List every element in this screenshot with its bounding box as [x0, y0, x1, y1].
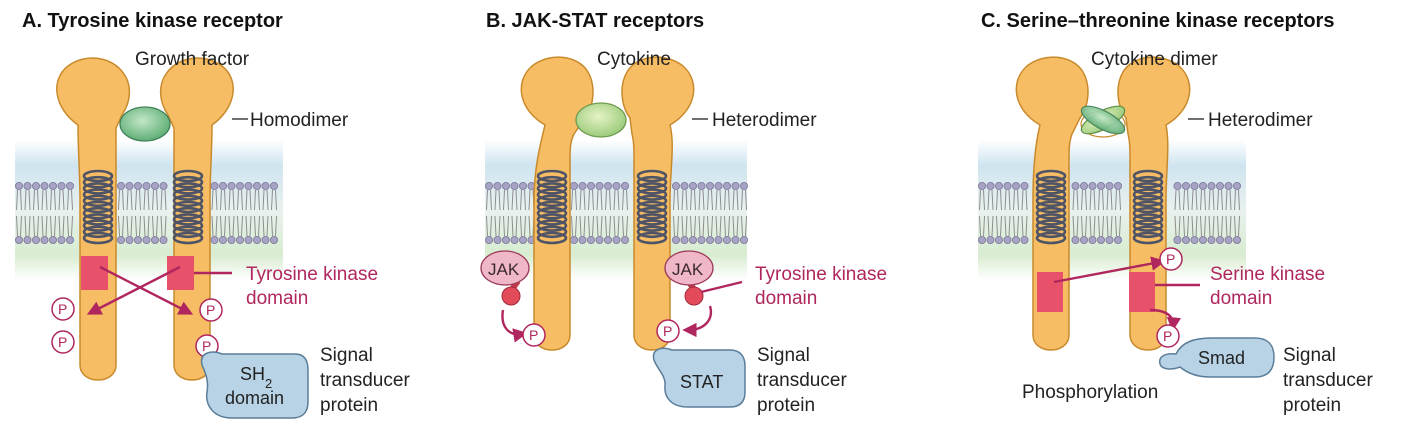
jak-label-left: JAK	[488, 260, 520, 279]
kinase-domain-left	[81, 256, 108, 290]
phospho-a3: P	[199, 298, 223, 322]
svg-text:P: P	[1166, 251, 1175, 267]
sh2-domain-label: domain	[225, 388, 284, 408]
growth-factor-ligand	[119, 106, 171, 142]
kinase-leader-b	[700, 280, 743, 294]
svg-text:P: P	[529, 327, 538, 343]
stat-label: STAT	[680, 372, 723, 392]
panel-c-title: C. Serine–threonine kinase receptors	[981, 10, 1334, 32]
coil-c-right	[1132, 169, 1164, 245]
jak-arrow-right	[682, 305, 713, 338]
panel-a-title: A. Tyrosine kinase receptor	[22, 10, 283, 32]
phosphorylation-label: Phosphorylation	[1022, 382, 1158, 403]
receptor-right	[159, 57, 234, 381]
stat-box	[652, 347, 746, 408]
kinase-label-line2: domain	[246, 288, 308, 309]
kinase-label-c2: domain	[1210, 288, 1272, 309]
cytokine-dimer-ligand	[1080, 105, 1126, 135]
phospho-b1: P	[522, 323, 546, 347]
transducer-b2: transducer	[757, 370, 847, 391]
panel-c-membrane	[978, 140, 1246, 280]
coil-left	[82, 169, 114, 245]
smad-label: Smad	[1198, 348, 1245, 368]
dimer-label: Homodimer	[250, 110, 349, 131]
kinase-label-c1: Serine kinase	[1210, 264, 1325, 285]
kinase-domain-c-left	[1037, 272, 1063, 312]
phospho-a2: P	[51, 330, 75, 354]
transducer-c1: Signal	[1283, 345, 1336, 366]
sh2-domain-box	[200, 351, 309, 419]
svg-text:P: P	[663, 323, 672, 339]
coil-b-right	[636, 169, 668, 245]
coil-b-left	[536, 169, 568, 245]
kinase-label-b1: Tyrosine kinase	[755, 264, 887, 285]
svg-text:P: P	[206, 302, 215, 318]
smad-box	[1158, 337, 1275, 378]
phospho-c1: P	[1159, 247, 1183, 271]
phospho-c2: P	[1156, 324, 1180, 348]
kinase-domain-right	[167, 256, 194, 290]
panel-c: C. Serine–threonine kinase receptors Cyt…	[978, 10, 1373, 416]
dimer-label-b: Heterodimer	[712, 110, 817, 131]
svg-text:P: P	[1163, 328, 1172, 344]
transducer-line1: Signal	[320, 345, 373, 366]
kinase-domain-c-right	[1129, 272, 1155, 312]
svg-text:P: P	[58, 334, 67, 350]
serine-arrow	[1053, 256, 1166, 284]
ligand-label: Growth factor	[135, 49, 250, 70]
serine-arrow-down	[1149, 308, 1182, 332]
coil-right	[172, 169, 204, 245]
cross-arrow-2	[86, 265, 181, 315]
cytokine-ligand	[575, 102, 627, 138]
jak-arrow-left	[501, 309, 528, 343]
dimer-label-c: Heterodimer	[1208, 110, 1313, 131]
panel-a: A. Tyrosine kinase receptor Growth facto…	[14, 10, 410, 419]
transducer-line2: transducer	[320, 370, 410, 391]
panel-a-membrane	[14, 140, 283, 280]
transducer-b1: Signal	[757, 345, 810, 366]
transducer-b3: protein	[757, 395, 815, 416]
jak-right: JAK	[664, 250, 714, 306]
panel-b-title: B. JAK-STAT receptors	[486, 10, 704, 32]
phospho-a1: P	[51, 297, 75, 321]
transducer-c3: protein	[1283, 395, 1341, 416]
kinase-label-b2: domain	[755, 288, 817, 309]
svg-text:P: P	[58, 301, 67, 317]
svg-text:P: P	[202, 338, 211, 354]
transducer-line3: protein	[320, 395, 378, 416]
sh2-label: SH2	[240, 364, 272, 391]
phospho-b2: P	[656, 319, 680, 343]
transducer-c2: transducer	[1283, 370, 1373, 391]
coil-c-left	[1035, 169, 1067, 245]
jak-label-right: JAK	[672, 260, 704, 279]
panel-b: B. JAK-STAT receptors Cytokine Heterodim…	[480, 10, 887, 416]
jak-left: JAK	[480, 250, 530, 306]
receptor-c-left	[1015, 56, 1089, 351]
cross-arrow-1	[99, 265, 194, 315]
ligand-label-c: Cytokine dimer	[1091, 49, 1218, 70]
ligand-label-b: Cytokine	[597, 49, 671, 70]
kinase-label-line1: Tyrosine kinase	[246, 264, 378, 285]
